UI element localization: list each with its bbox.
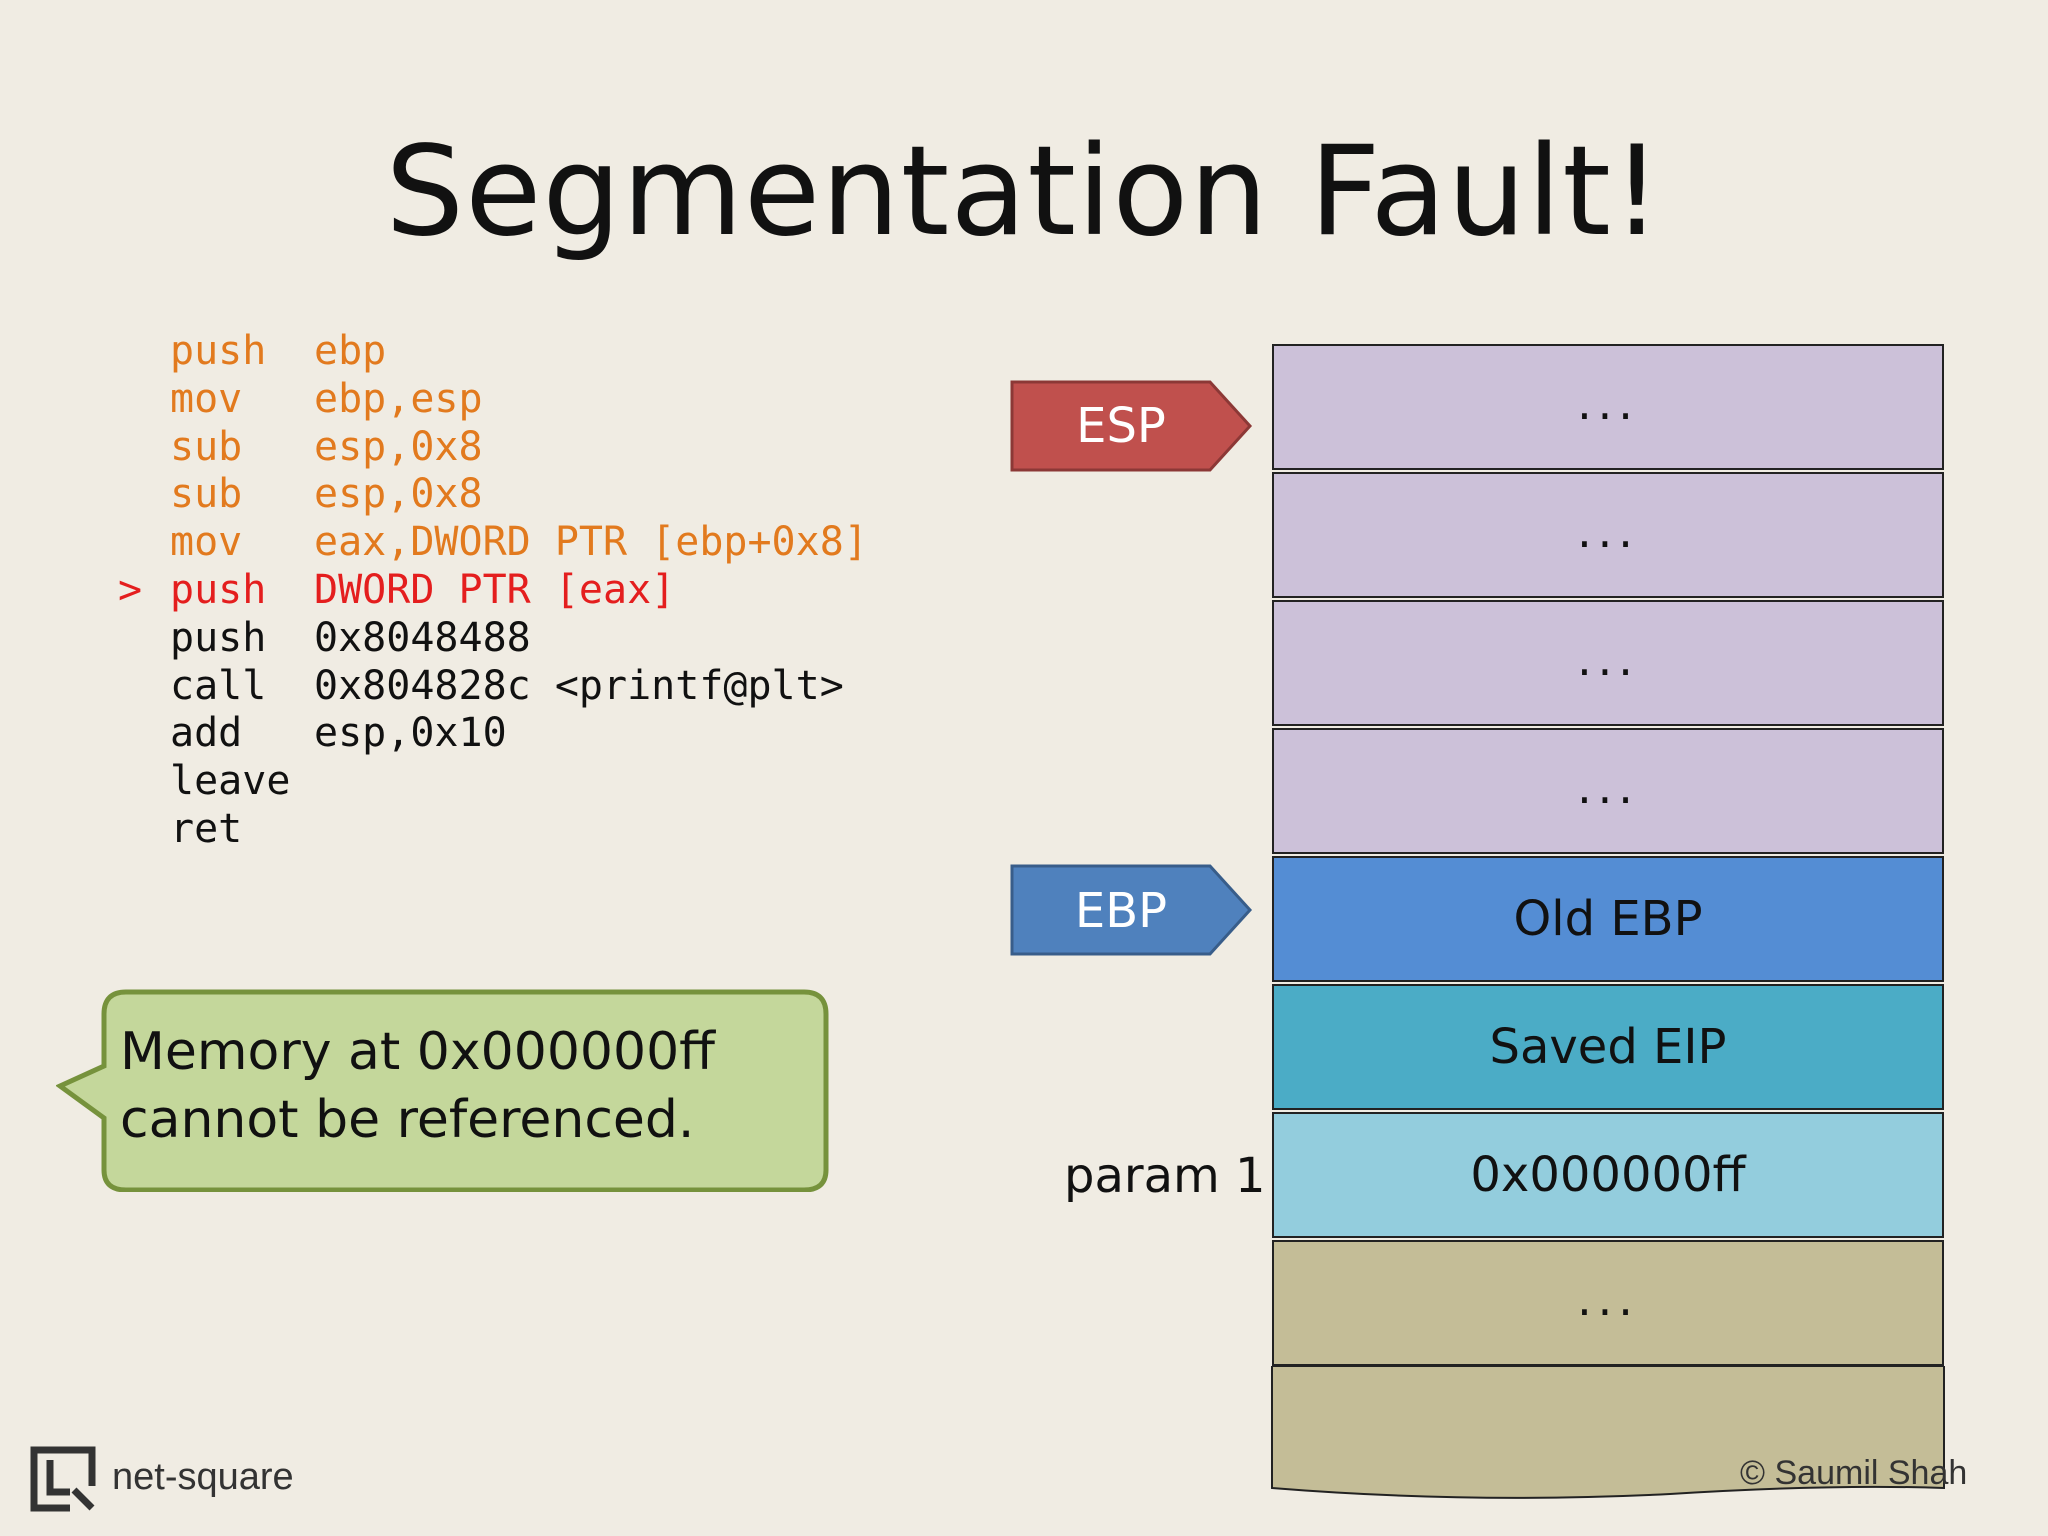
stack-cell-label: Saved EIP xyxy=(1489,1019,1727,1075)
stack-cell: Old EBP xyxy=(1272,856,1944,982)
code-operands: esp,0x8 xyxy=(314,423,483,470)
code-opcode: add xyxy=(170,710,243,757)
callout-bubble xyxy=(56,989,829,1192)
esp-label: ESP xyxy=(1076,398,1166,454)
stack-cell-label: ... xyxy=(1577,760,1639,814)
credit-text: © Saumil Shah xyxy=(1740,1454,1968,1492)
code-opcode: mov xyxy=(170,519,243,566)
code-operands: DWORD PTR [eax] xyxy=(314,566,676,613)
code-operands: ebp,esp xyxy=(314,375,483,422)
stack-cell-label: ... xyxy=(1577,632,1639,686)
code-opcode: sub xyxy=(170,471,243,518)
stack-cell: ... xyxy=(1272,344,1944,470)
code-operands: ebp xyxy=(314,328,387,374)
code-operands: esp,0x8 xyxy=(314,471,483,518)
current-instruction-marker: > xyxy=(118,566,143,613)
ebp-arrow xyxy=(1010,864,1253,956)
stack-cell: ... xyxy=(1272,600,1944,726)
callout-text: Memory at 0x000000ff cannot be reference… xyxy=(120,1018,800,1154)
logo-text: net-square xyxy=(112,1456,294,1498)
stack-cell-label: ... xyxy=(1577,376,1639,430)
code-opcode: sub xyxy=(170,423,243,470)
code-operands: eax,DWORD PTR [ebp+0x8] xyxy=(314,519,868,566)
callout-line-2: cannot be referenced. xyxy=(120,1090,695,1150)
code-operands: esp,0x10 xyxy=(314,710,507,757)
stack-cell-label: ... xyxy=(1577,1272,1639,1326)
code-operands: 0x8048488 xyxy=(314,614,531,661)
code-opcode: call xyxy=(170,662,267,709)
slide-title: Segmentation Fault! xyxy=(385,120,1663,264)
stack-torn-bottom xyxy=(1271,1366,1945,1499)
stack-cell: ... xyxy=(1272,472,1944,598)
stack-cell-label: 0x000000ff xyxy=(1470,1147,1746,1203)
callout-line-1: Memory at 0x000000ff xyxy=(120,1022,715,1082)
stack-cell: ... xyxy=(1272,1240,1944,1366)
esp-arrow xyxy=(1010,380,1253,472)
code-opcode: mov xyxy=(170,375,243,422)
param-label: param 1 xyxy=(1064,1148,1266,1204)
code-opcode: push xyxy=(170,328,267,374)
ebp-label: EBP xyxy=(1074,883,1168,939)
net-square-logo xyxy=(30,1446,96,1512)
code-opcode: ret xyxy=(170,805,243,852)
code-opcode: leave xyxy=(170,758,291,805)
code-operands: 0x804828c <printf@plt> xyxy=(314,662,844,709)
code-opcode: push xyxy=(170,566,267,613)
stack-cell-label: ... xyxy=(1577,504,1639,558)
stack-cell-label: Old EBP xyxy=(1513,891,1703,947)
stack-cell: 0x000000ff xyxy=(1272,1112,1944,1238)
code-opcode: push xyxy=(170,614,267,661)
stack-cell: Saved EIP xyxy=(1272,984,1944,1110)
stack-cell: ... xyxy=(1272,728,1944,854)
